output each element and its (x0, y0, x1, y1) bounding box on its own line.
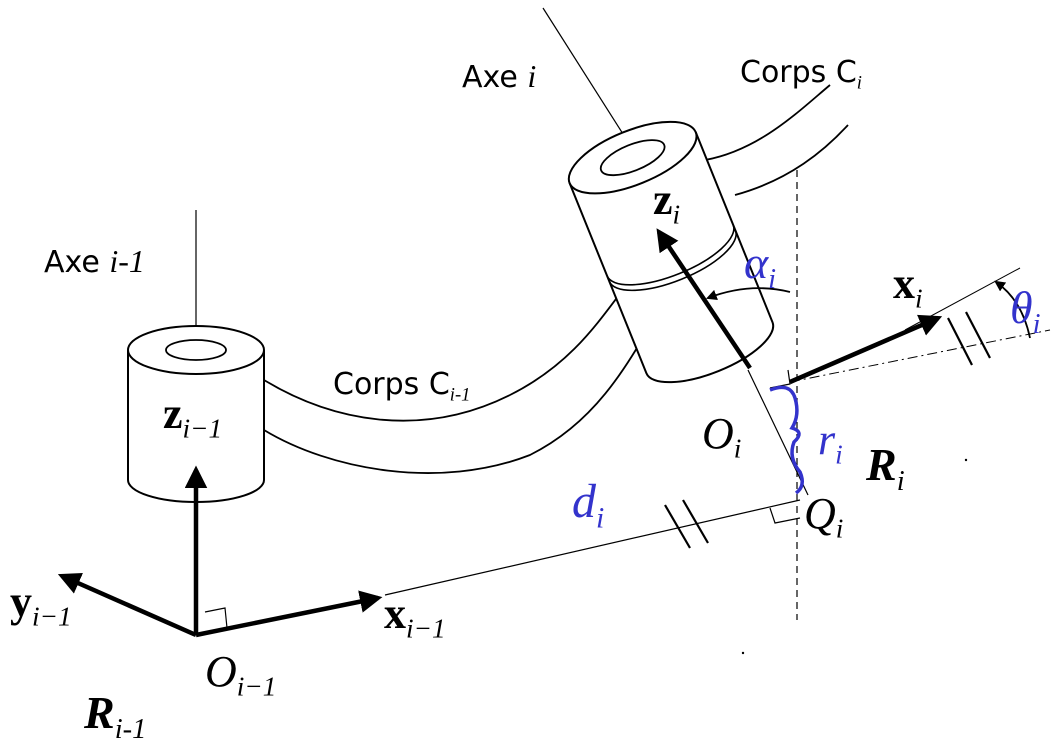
label-corps-c-i: Corps Ci (740, 55, 862, 94)
theta-i-arc (994, 280, 1031, 339)
z-i-arrow (656, 228, 752, 370)
axis-i-line (542, 7, 631, 146)
label-y-i-minus-1: yi−1 (10, 577, 72, 632)
x-projection-line (789, 329, 1051, 383)
stray-dot-2 (964, 458, 968, 462)
label-alpha-i: αi (744, 237, 777, 295)
equal-marks-theta-i (947, 311, 991, 366)
y-i-minus-1-arrow (57, 572, 197, 638)
label-z-i: zi (653, 175, 681, 230)
joint-cylinder-i (567, 120, 775, 384)
label-axe-i-minus-1: Axe i-1 (44, 243, 145, 280)
body-c-i (704, 84, 849, 196)
label-frame-r-i: Ri (866, 439, 905, 497)
label-z-i-minus-1: zi−1 (163, 389, 223, 444)
right-angle-o-i (769, 369, 791, 389)
axis-i-segment (747, 369, 809, 496)
label-frame-r-i-minus-1: Ri-1 (84, 687, 147, 745)
right-angle-o-i-minus-1 (204, 607, 228, 629)
equal-marks-d-i (664, 499, 709, 549)
alpha-i-arc (705, 287, 791, 300)
label-o-i-minus-1: Oi−1 (205, 647, 277, 702)
label-x-i-minus-1: xi−1 (384, 589, 446, 644)
label-o-i: Oi (702, 409, 742, 464)
label-q-i: Qi (804, 489, 844, 544)
r-i-brace (769, 385, 804, 495)
label-x-i: xi (893, 259, 923, 314)
label-d-i: di (572, 475, 605, 535)
label-axe-i: Axe i (462, 58, 537, 95)
label-corps-c-i-minus-1: Corps Ci-1 (333, 367, 471, 406)
right-angle-q-i (769, 507, 801, 524)
d-i-line (384, 499, 801, 596)
x-i-minus-1-arrow (195, 590, 383, 638)
label-r-i: ri (818, 415, 843, 470)
label-theta-i: θi (1010, 282, 1041, 340)
body-c-i-minus-1 (263, 267, 666, 474)
stray-dot (741, 651, 745, 655)
joint-cylinder-i-minus-1 (127, 325, 265, 503)
x-i-arrow (789, 314, 943, 385)
